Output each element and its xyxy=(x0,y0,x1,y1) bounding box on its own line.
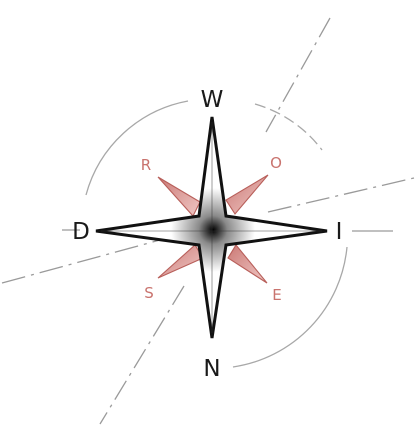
guide-line-wsw xyxy=(1,239,161,284)
intercardinal-label-bottom-left: S xyxy=(144,284,154,302)
guide-line-ne xyxy=(265,17,331,133)
guide-line-sw xyxy=(99,285,185,425)
intercardinal-label-bottom-right: E xyxy=(272,286,281,304)
main-compass-star xyxy=(95,116,328,339)
minor-point-nw xyxy=(157,176,201,217)
guide-line-ene xyxy=(267,177,415,213)
intercardinal-label-top-right: O xyxy=(270,154,282,172)
cardinal-label-right: I xyxy=(336,219,343,245)
minor-point-sw xyxy=(157,244,204,279)
minor-point-ne xyxy=(225,174,269,215)
arc-lower-right xyxy=(232,246,348,368)
cardinal-label-top: W xyxy=(201,87,224,113)
arc-upper-right xyxy=(254,103,323,151)
cardinal-label-left: D xyxy=(72,219,90,245)
compass-arcs xyxy=(85,100,348,368)
cardinal-label-bottom: N xyxy=(203,356,220,382)
arc-upper-left xyxy=(85,100,189,196)
minor-point-se xyxy=(227,244,268,284)
star-ridge-lines xyxy=(101,122,322,333)
intercardinal-label-top-left: R xyxy=(141,156,151,174)
guide-lines xyxy=(1,17,415,425)
